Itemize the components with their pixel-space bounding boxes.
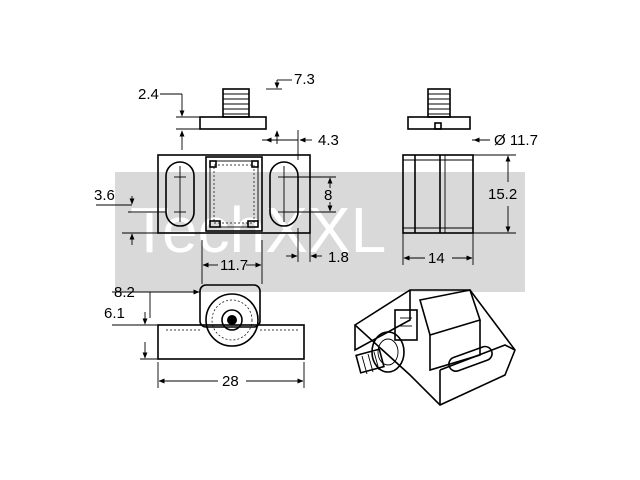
dimension-label-8-2: 8.2 xyxy=(114,284,135,301)
front-view xyxy=(157,154,311,234)
dimension-label-4-3: 4.3 xyxy=(318,132,339,149)
isometric-view xyxy=(353,289,516,406)
screw-top-view xyxy=(407,88,471,130)
dimension-label-28: 28 xyxy=(222,373,239,390)
dimension-label-15-2: 15.2 xyxy=(488,186,517,203)
dimension-labels: 2.4 7.3 4.3 Ø 11.7 3.6 8 15.2 11.7 1.8 1… xyxy=(94,71,538,390)
dimension-label-3-6: 3.6 xyxy=(94,187,115,204)
dimension-label-dia-11-7: Ø 11.7 xyxy=(494,132,538,149)
watermark: TechXXL xyxy=(115,172,525,292)
dimension-label-7-3: 7.3 xyxy=(294,71,315,88)
dimension-label-14: 14 xyxy=(428,250,445,267)
bottom-view xyxy=(157,284,305,360)
right-side-view xyxy=(402,154,474,234)
dimension-lines xyxy=(96,79,516,388)
dimension-label-8: 8 xyxy=(324,187,332,204)
screw-side-view xyxy=(199,88,267,130)
dimension-label-1-8: 1.8 xyxy=(328,249,349,266)
dimension-label-2-4: 2.4 xyxy=(138,86,159,103)
dimension-label-11-7: 11.7 xyxy=(220,257,248,274)
dimension-label-6-1: 6.1 xyxy=(104,305,125,322)
